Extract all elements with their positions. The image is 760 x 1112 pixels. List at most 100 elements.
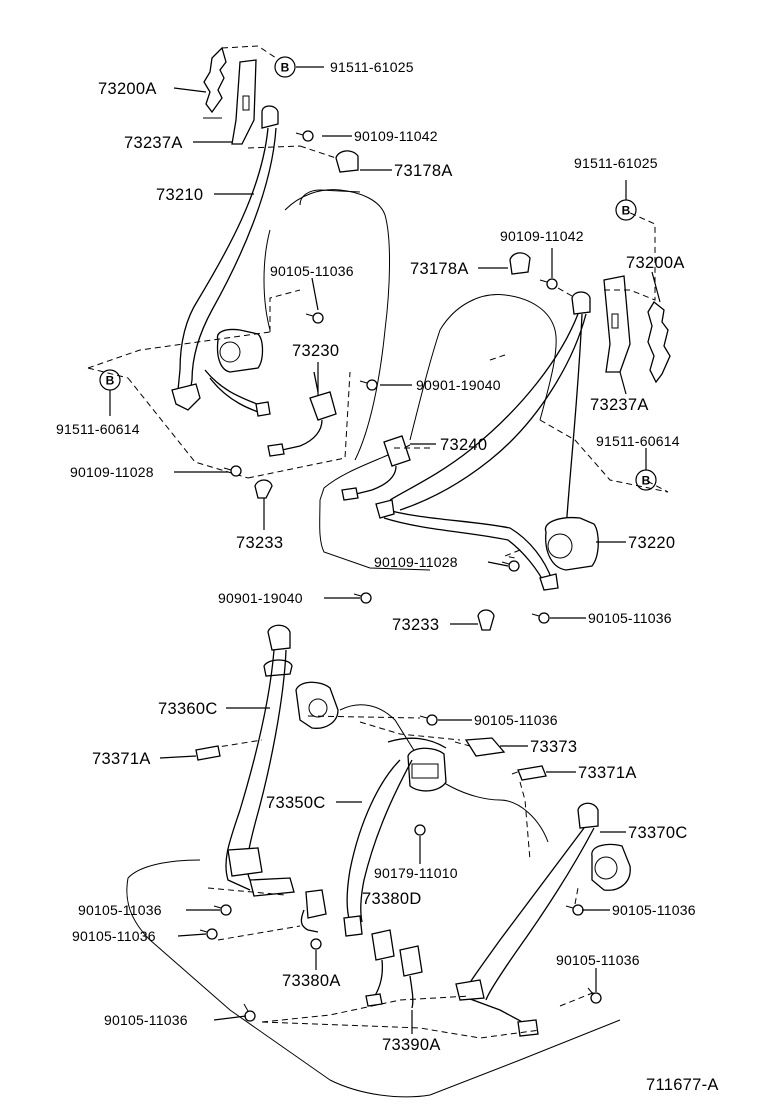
- circle-b-symbol-right: B: [635, 469, 657, 491]
- label-91511-60614-left: 91511-60614: [56, 421, 140, 437]
- shoulder-anchor-left: [261, 105, 279, 129]
- front-right-assembly: [319, 211, 671, 631]
- label-73371a-right: 73371A: [578, 764, 637, 782]
- anchor-belt-73380a: [300, 909, 319, 933]
- lower-anchor-left: [171, 383, 201, 411]
- symbol-b-text: B: [106, 374, 115, 388]
- label-73233-left: 73233: [236, 534, 283, 552]
- label-73230: 73230: [292, 342, 339, 360]
- bolt-90105-11036-rear-r2: [587, 987, 602, 1004]
- pillar-trim-73237a-left: [231, 59, 257, 145]
- bolt-90901-19040-right: [353, 592, 372, 604]
- buckle-73230: [309, 391, 337, 421]
- buckle-73380d: [371, 929, 395, 961]
- belt-73210: [177, 127, 277, 393]
- label-73237a-left: 73237A: [124, 134, 183, 152]
- retractor-73350c: [407, 747, 447, 792]
- nut-90179-11010: [414, 824, 426, 836]
- anchor-bracket-73200a-right: [647, 301, 671, 384]
- anchor-bracket-73200a-left: [203, 46, 227, 114]
- label-73200a-right: 73200A: [626, 254, 685, 272]
- label-90901-19040-b: 90901-19040: [218, 590, 303, 606]
- label-90105-11036-a: 90105-11036: [270, 263, 354, 279]
- cover-73371a-right: [517, 765, 547, 781]
- symbol-b-text: B: [622, 204, 631, 218]
- bolt-90105-11036-left: [305, 312, 324, 324]
- label-73233-right: 73233: [392, 616, 439, 634]
- label-73210: 73210: [156, 186, 203, 204]
- symbol-b-text: B: [281, 61, 290, 75]
- bolt-90109-11028-right: [501, 560, 520, 572]
- buckle-73240: [383, 435, 411, 467]
- bolt-73380a: [310, 938, 322, 950]
- label-90105-11036-d: 90105-11036: [78, 902, 162, 918]
- circle-b-symbol-top: B: [274, 56, 296, 78]
- bolt-90105-11036-rear-l1: [213, 904, 232, 916]
- front-left-assembly: [87, 46, 391, 499]
- part-labels: 73200A 91511-61025 73237A 90109-11042 73…: [56, 59, 719, 1094]
- label-73370c: 73370C: [628, 824, 688, 842]
- bolt-90105-11036-rear-r1: [565, 904, 584, 916]
- label-73360c: 73360C: [158, 700, 218, 718]
- circle-b-symbol-left: B: [99, 369, 121, 391]
- label-73373: 73373: [530, 738, 577, 756]
- upper-guide-73370c: [577, 802, 599, 829]
- label-73350c: 73350C: [266, 794, 326, 812]
- label-90105-11036-b: 90105-11036: [588, 610, 672, 626]
- shoulder-anchor-right: [571, 291, 591, 315]
- label-90105-11036-g: 90105-11036: [556, 952, 640, 968]
- label-91511-60614-right: 91511-60614: [596, 433, 680, 449]
- label-90105-11036-c: 90105-11036: [474, 712, 558, 728]
- label-73200a-left: 73200A: [98, 80, 157, 98]
- label-73240: 73240: [440, 436, 487, 454]
- label-90179-11010: 90179-11010: [374, 865, 458, 881]
- label-73237a-right: 73237A: [590, 396, 649, 414]
- label-73371a-left: 73371A: [92, 750, 151, 768]
- cover-73371a-left: [195, 745, 221, 761]
- label-91511-61025-left: 91511-61025: [330, 59, 414, 75]
- retractor-73370c: [591, 843, 631, 891]
- label-73178a-left: 73178A: [394, 162, 453, 180]
- buckle-73390a: [399, 945, 423, 977]
- label-73178a-right: 73178A: [410, 260, 469, 278]
- bolt-90105-11036-rear-l2: [199, 928, 218, 940]
- symbol-b-text: B: [642, 474, 651, 488]
- label-90105-11036-e: 90105-11036: [612, 902, 696, 918]
- bolt-90105-11036-right: [531, 612, 550, 624]
- rear-assembly: [126, 624, 631, 1098]
- label-90109-11028-left: 90109-11028: [70, 464, 154, 480]
- cover-73373: [464, 737, 506, 757]
- front-right-seat-outline: [319, 294, 557, 571]
- bolt-90109-11028-left: [223, 465, 242, 477]
- cover-73233-left: [254, 479, 273, 499]
- leader-lines: [109, 45, 661, 1034]
- rear-dashed-outline: [207, 715, 596, 1039]
- label-73380a: 73380A: [282, 972, 341, 990]
- bolt-90109-11042-left: [295, 130, 314, 142]
- front-left-seat-back: [299, 189, 361, 206]
- label-73220: 73220: [628, 534, 675, 552]
- cover-73178a-left: [335, 150, 359, 173]
- belt-73350c: [346, 759, 413, 923]
- label-90109-11028-right: 90109-11028: [374, 554, 458, 570]
- retractor-73360c: [295, 681, 339, 729]
- label-90901-19040-a: 90901-19040: [416, 377, 501, 393]
- cover-73178a-right: [509, 252, 531, 275]
- label-91511-61025-right: 91511-61025: [574, 155, 658, 171]
- upper-guide-73360c: [267, 624, 291, 651]
- reference-code: 711677-A: [646, 1076, 719, 1094]
- label-90105-11036-f: 90105-11036: [72, 928, 156, 944]
- front-left-seat-outline: [263, 189, 391, 461]
- rear-seat-outline: [126, 704, 621, 1098]
- label-73390a: 73390A: [382, 1036, 441, 1054]
- circle-b-symbol-right-top: B: [615, 199, 637, 221]
- label-90109-11042-right: 90109-11042: [500, 228, 584, 244]
- bolt-90901-19040-left: [359, 379, 378, 391]
- bolt-90105-11036-rear-top: [419, 714, 438, 726]
- label-73380d: 73380D: [362, 890, 422, 908]
- front-left-dashed-outline: [87, 289, 351, 479]
- bolt-90105-11036-rear-bottom: [243, 1003, 256, 1022]
- belt-73220: [389, 313, 587, 531]
